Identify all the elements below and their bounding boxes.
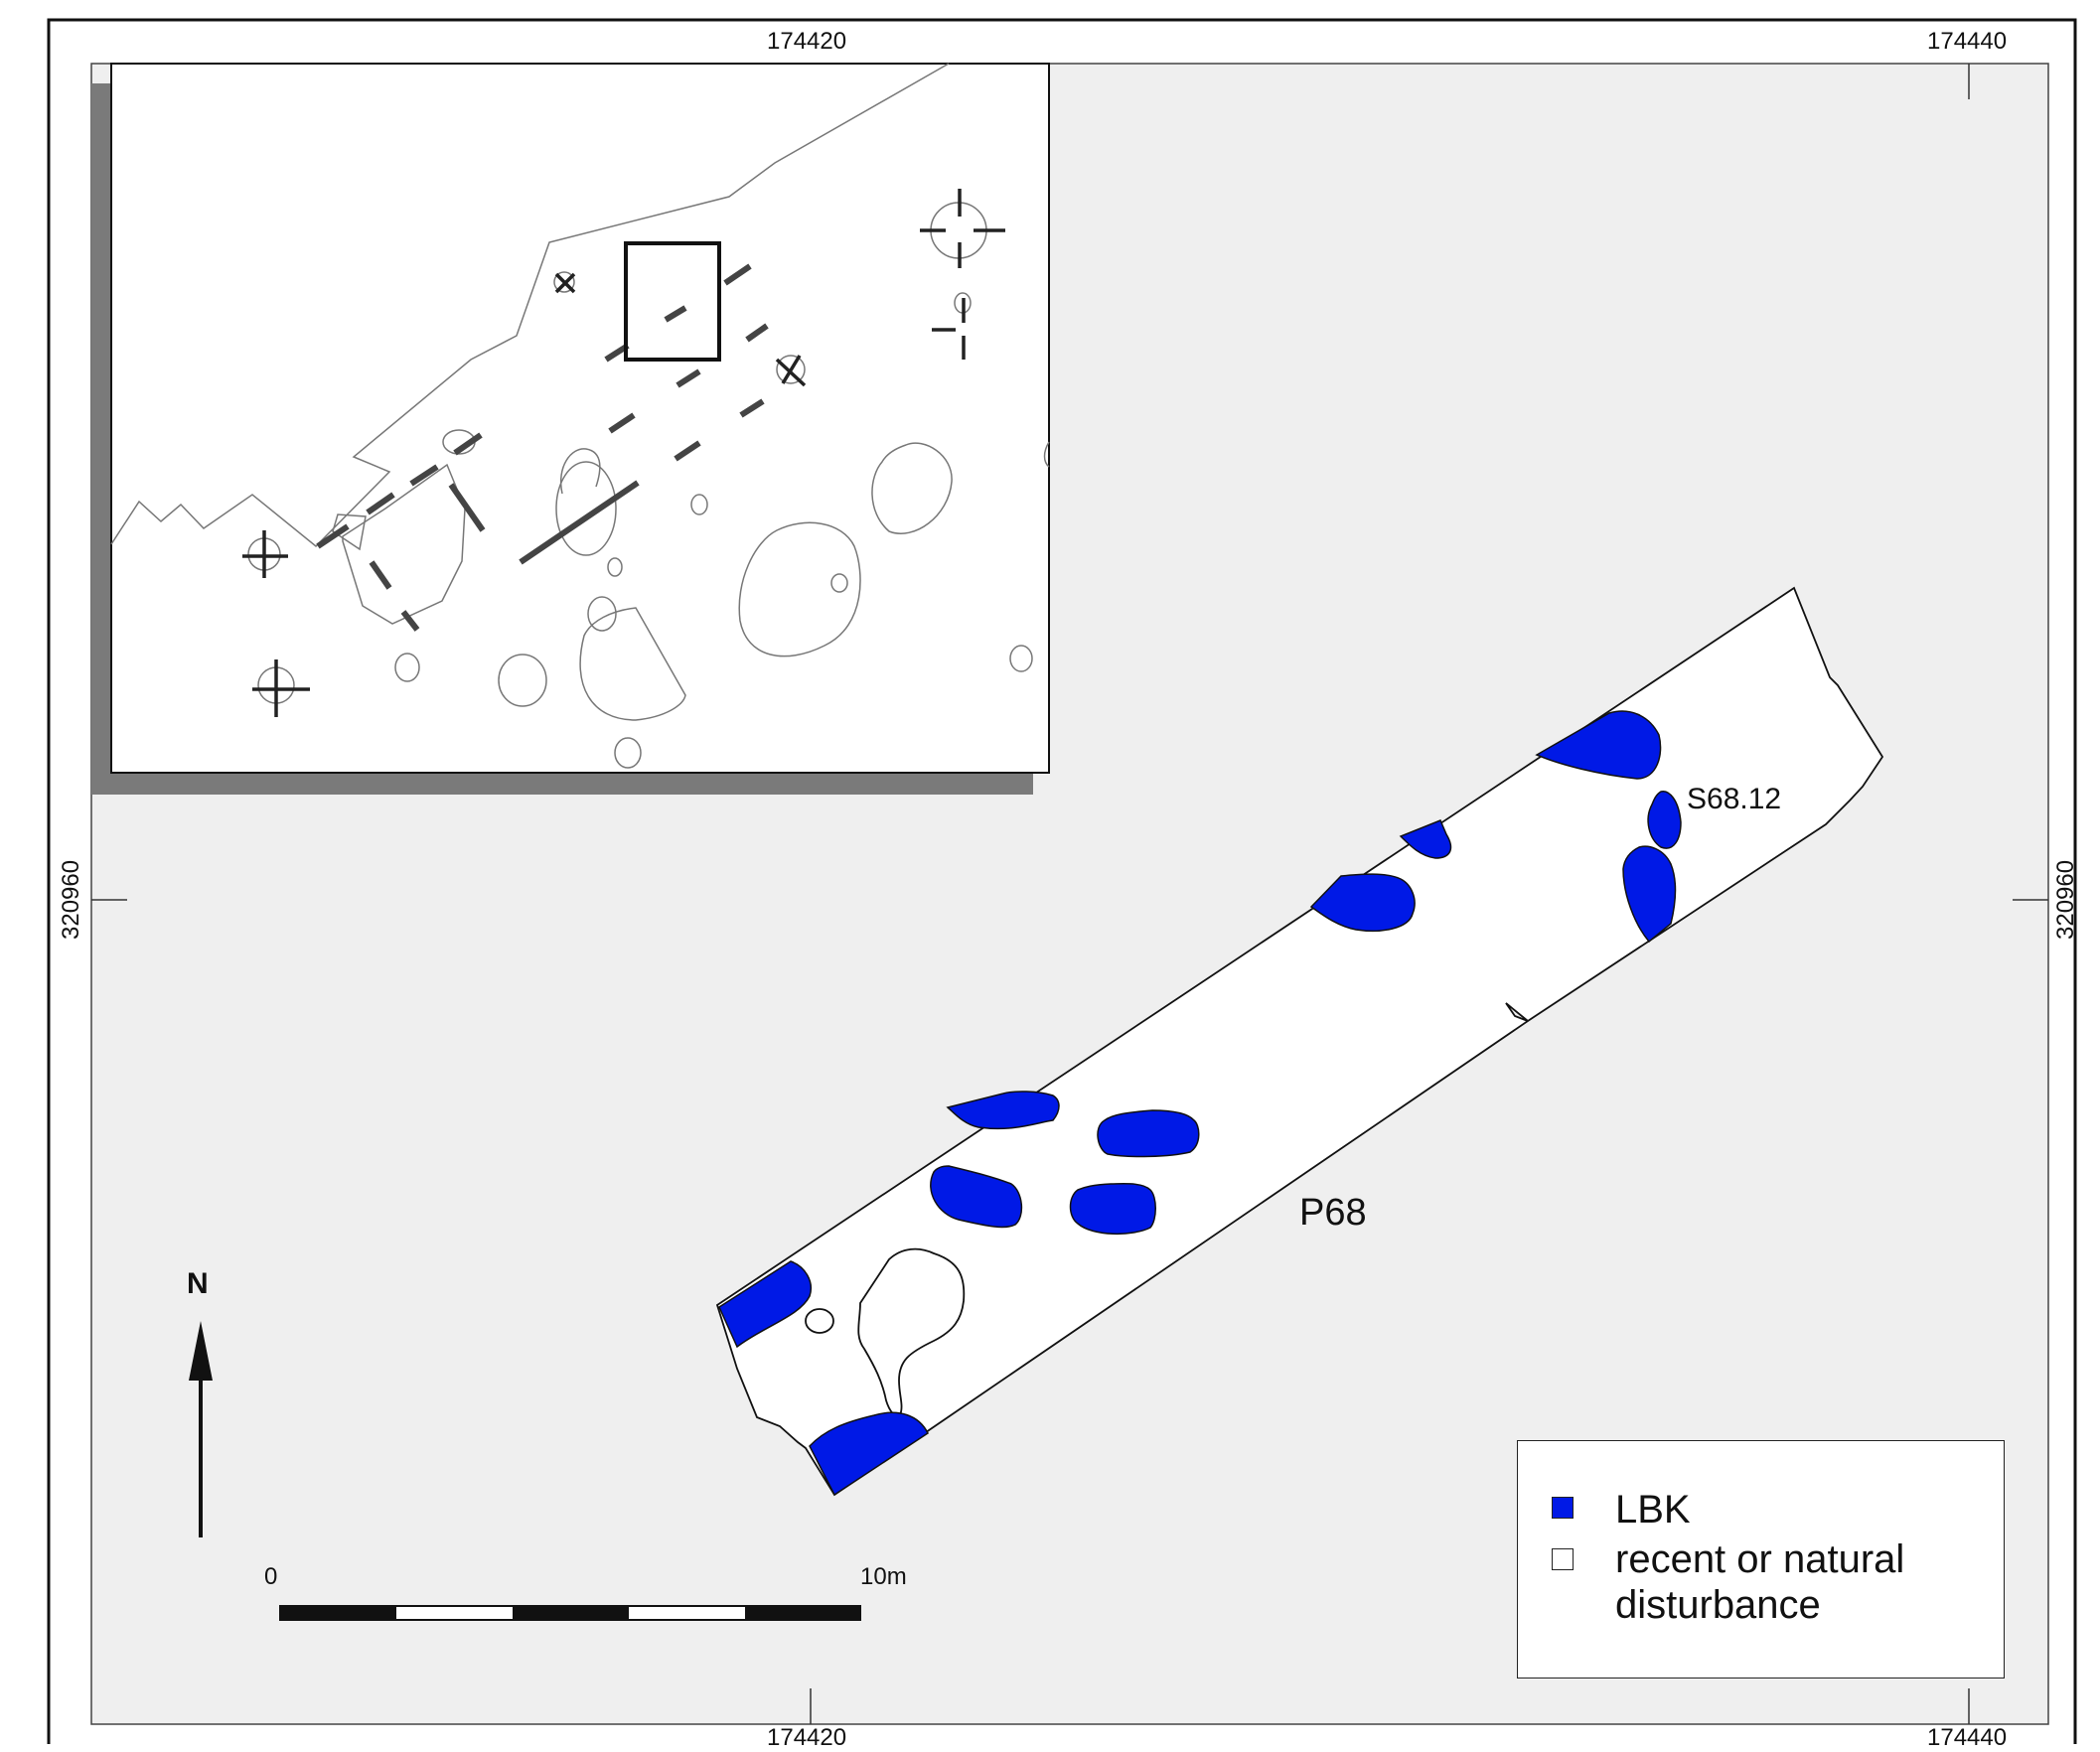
inset-locator-box <box>624 241 721 362</box>
lbk-pit <box>1535 710 1662 780</box>
legend-label-lbk: LBK <box>1615 1488 1691 1532</box>
lbk-pit <box>718 1260 812 1349</box>
lbk-pit <box>1647 791 1682 849</box>
easting-label-bottom-right: 174440 <box>1927 1724 2008 1751</box>
trench-label: P68 <box>1299 1192 1367 1234</box>
lbk-pit <box>1399 819 1452 859</box>
north-arrow <box>189 1321 213 1537</box>
legend-label-disturbance-line1: recent or natural <box>1615 1537 1905 1581</box>
lbk-pit <box>1069 1183 1156 1236</box>
scale-segment <box>280 1606 396 1620</box>
feature-label: S68.12 <box>1687 783 1782 815</box>
natural-disturbance <box>857 1247 966 1418</box>
trench-outline <box>715 586 1884 1497</box>
lbk-pit <box>1622 845 1677 944</box>
lbk-pit <box>946 1091 1060 1130</box>
scale-segment <box>513 1606 629 1620</box>
grid-ticks <box>91 64 2048 1724</box>
natural-disturbance-small <box>805 1308 834 1334</box>
inset-map <box>91 63 1050 795</box>
easting-label-top-left: 174420 <box>767 28 847 55</box>
scale-end-label: 10m <box>860 1563 907 1590</box>
legend-label-disturbance: recent or natural disturbance <box>1615 1536 1904 1628</box>
scale-start-label: 0 <box>264 1563 278 1590</box>
legend: LBK recent or natural disturbance <box>1517 1440 2005 1679</box>
north-label: N <box>187 1267 209 1300</box>
scale-bar <box>279 1605 861 1621</box>
legend-swatch-disturbance <box>1552 1548 1574 1570</box>
northing-label-right: 320960 <box>2052 859 2079 940</box>
northing-label-left: 320960 <box>58 859 84 940</box>
legend-swatch-lbk <box>1552 1497 1574 1519</box>
easting-label-bottom-left: 174420 <box>767 1724 847 1751</box>
lbk-pit <box>1309 873 1416 933</box>
lbk-pit <box>809 1411 929 1497</box>
inset-excavation-outline <box>110 63 950 548</box>
legend-label-disturbance-line2: disturbance <box>1615 1583 1821 1627</box>
easting-label-top-right: 174440 <box>1927 28 2008 55</box>
trench-p68 <box>715 586 1884 1497</box>
lbk-features <box>718 710 1682 1497</box>
scale-segment <box>745 1606 860 1620</box>
lbk-pit <box>1097 1109 1200 1158</box>
lbk-pit <box>930 1165 1023 1229</box>
